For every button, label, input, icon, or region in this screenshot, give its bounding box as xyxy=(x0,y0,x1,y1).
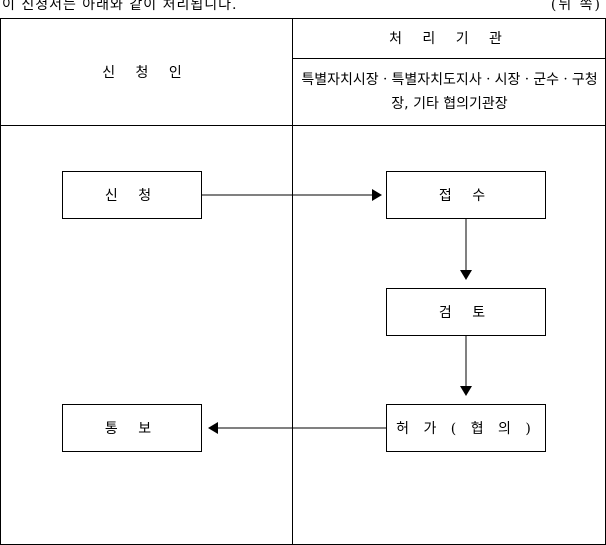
flow-step-apply: 신 청 xyxy=(62,171,202,219)
flow-step-notify-label: 통 보 xyxy=(104,421,160,437)
flow-step-review: 검 토 xyxy=(386,288,546,336)
flow-step-apply-label: 신 청 xyxy=(104,188,160,204)
flow-step-review-label: 검 토 xyxy=(438,305,494,321)
page-side-mark: (뒤 쪽) xyxy=(550,0,602,13)
processing-note: 이 신청서는 아래와 같이 처리됩니다. xyxy=(2,0,238,13)
flow-step-receipt-label: 접 수 xyxy=(438,188,494,204)
header-divider xyxy=(0,125,606,126)
flow-step-notify: 통 보 xyxy=(62,404,202,452)
flow-step-permit-label: 허 가 ( 협 의 ) xyxy=(396,421,536,437)
flow-step-permit: 허 가 ( 협 의 ) xyxy=(386,404,546,452)
agency-names-text: 특별자치시장ㆍ특별자치도지사ㆍ시장ㆍ군수ㆍ구청장, 기타 협의기관장 xyxy=(301,72,598,112)
applicant-column-header: 신 청 인 xyxy=(102,64,190,81)
agency-column-header: 처 리 기 관 xyxy=(389,31,510,47)
column-divider xyxy=(292,18,293,545)
agency-header-divider xyxy=(292,58,606,59)
flow-step-receipt: 접 수 xyxy=(386,171,546,219)
agency-names: 특별자치시장ㆍ특별자치도지사ㆍ시장ㆍ군수ㆍ구청장, 기타 협의기관장 xyxy=(293,59,606,125)
